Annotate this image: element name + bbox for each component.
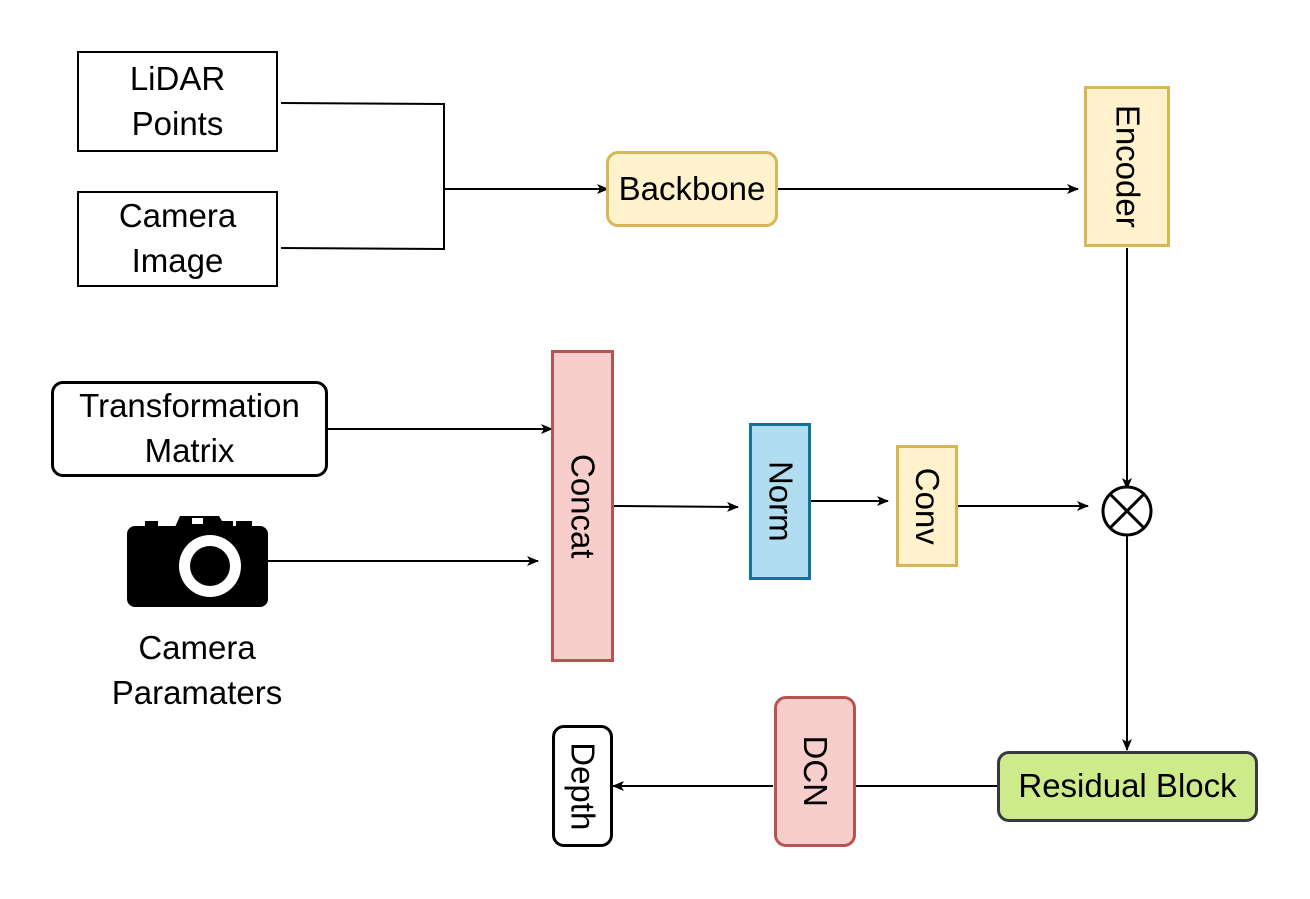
dcn-box: DCN xyxy=(774,696,856,847)
camera-parameters-label: Camera Paramaters xyxy=(111,629,283,711)
norm-box: Norm xyxy=(749,423,811,580)
backbone-label: Backbone xyxy=(618,169,766,207)
transformation-matrix-label: Transformation Matrix xyxy=(79,387,300,469)
lidar-points-box: LiDAR Points xyxy=(77,51,278,152)
depth-label: Depth xyxy=(564,741,602,831)
concat-label: Concat xyxy=(564,453,602,559)
camera-image-box: Camera Image xyxy=(77,191,278,287)
residual-block-box: Residual Block xyxy=(997,751,1258,822)
circled-times-icon xyxy=(1101,485,1153,537)
conv-label: Conv xyxy=(909,467,947,545)
concat-box: Concat xyxy=(551,350,614,662)
camera-image-label: Camera Image xyxy=(118,197,237,279)
norm-label: Norm xyxy=(762,461,800,542)
encoder-label: Encoder xyxy=(1109,105,1147,228)
residual-block-label: Residual Block xyxy=(1018,767,1237,805)
transformation-matrix-box: Transformation Matrix xyxy=(51,381,328,477)
encoder-box: Encoder xyxy=(1084,86,1170,247)
backbone-box: Backbone xyxy=(606,151,778,227)
lidar-points-label: LiDAR Points xyxy=(129,59,226,142)
conv-box: Conv xyxy=(896,445,958,567)
dcn-label: DCN xyxy=(797,735,835,808)
camera-icon xyxy=(127,516,268,607)
edge-lidar-to-merge xyxy=(280,102,445,189)
depth-box: Depth xyxy=(552,725,613,847)
edge-concat-to-norm xyxy=(613,501,739,512)
edge-camera-image-to-merge xyxy=(280,189,445,251)
